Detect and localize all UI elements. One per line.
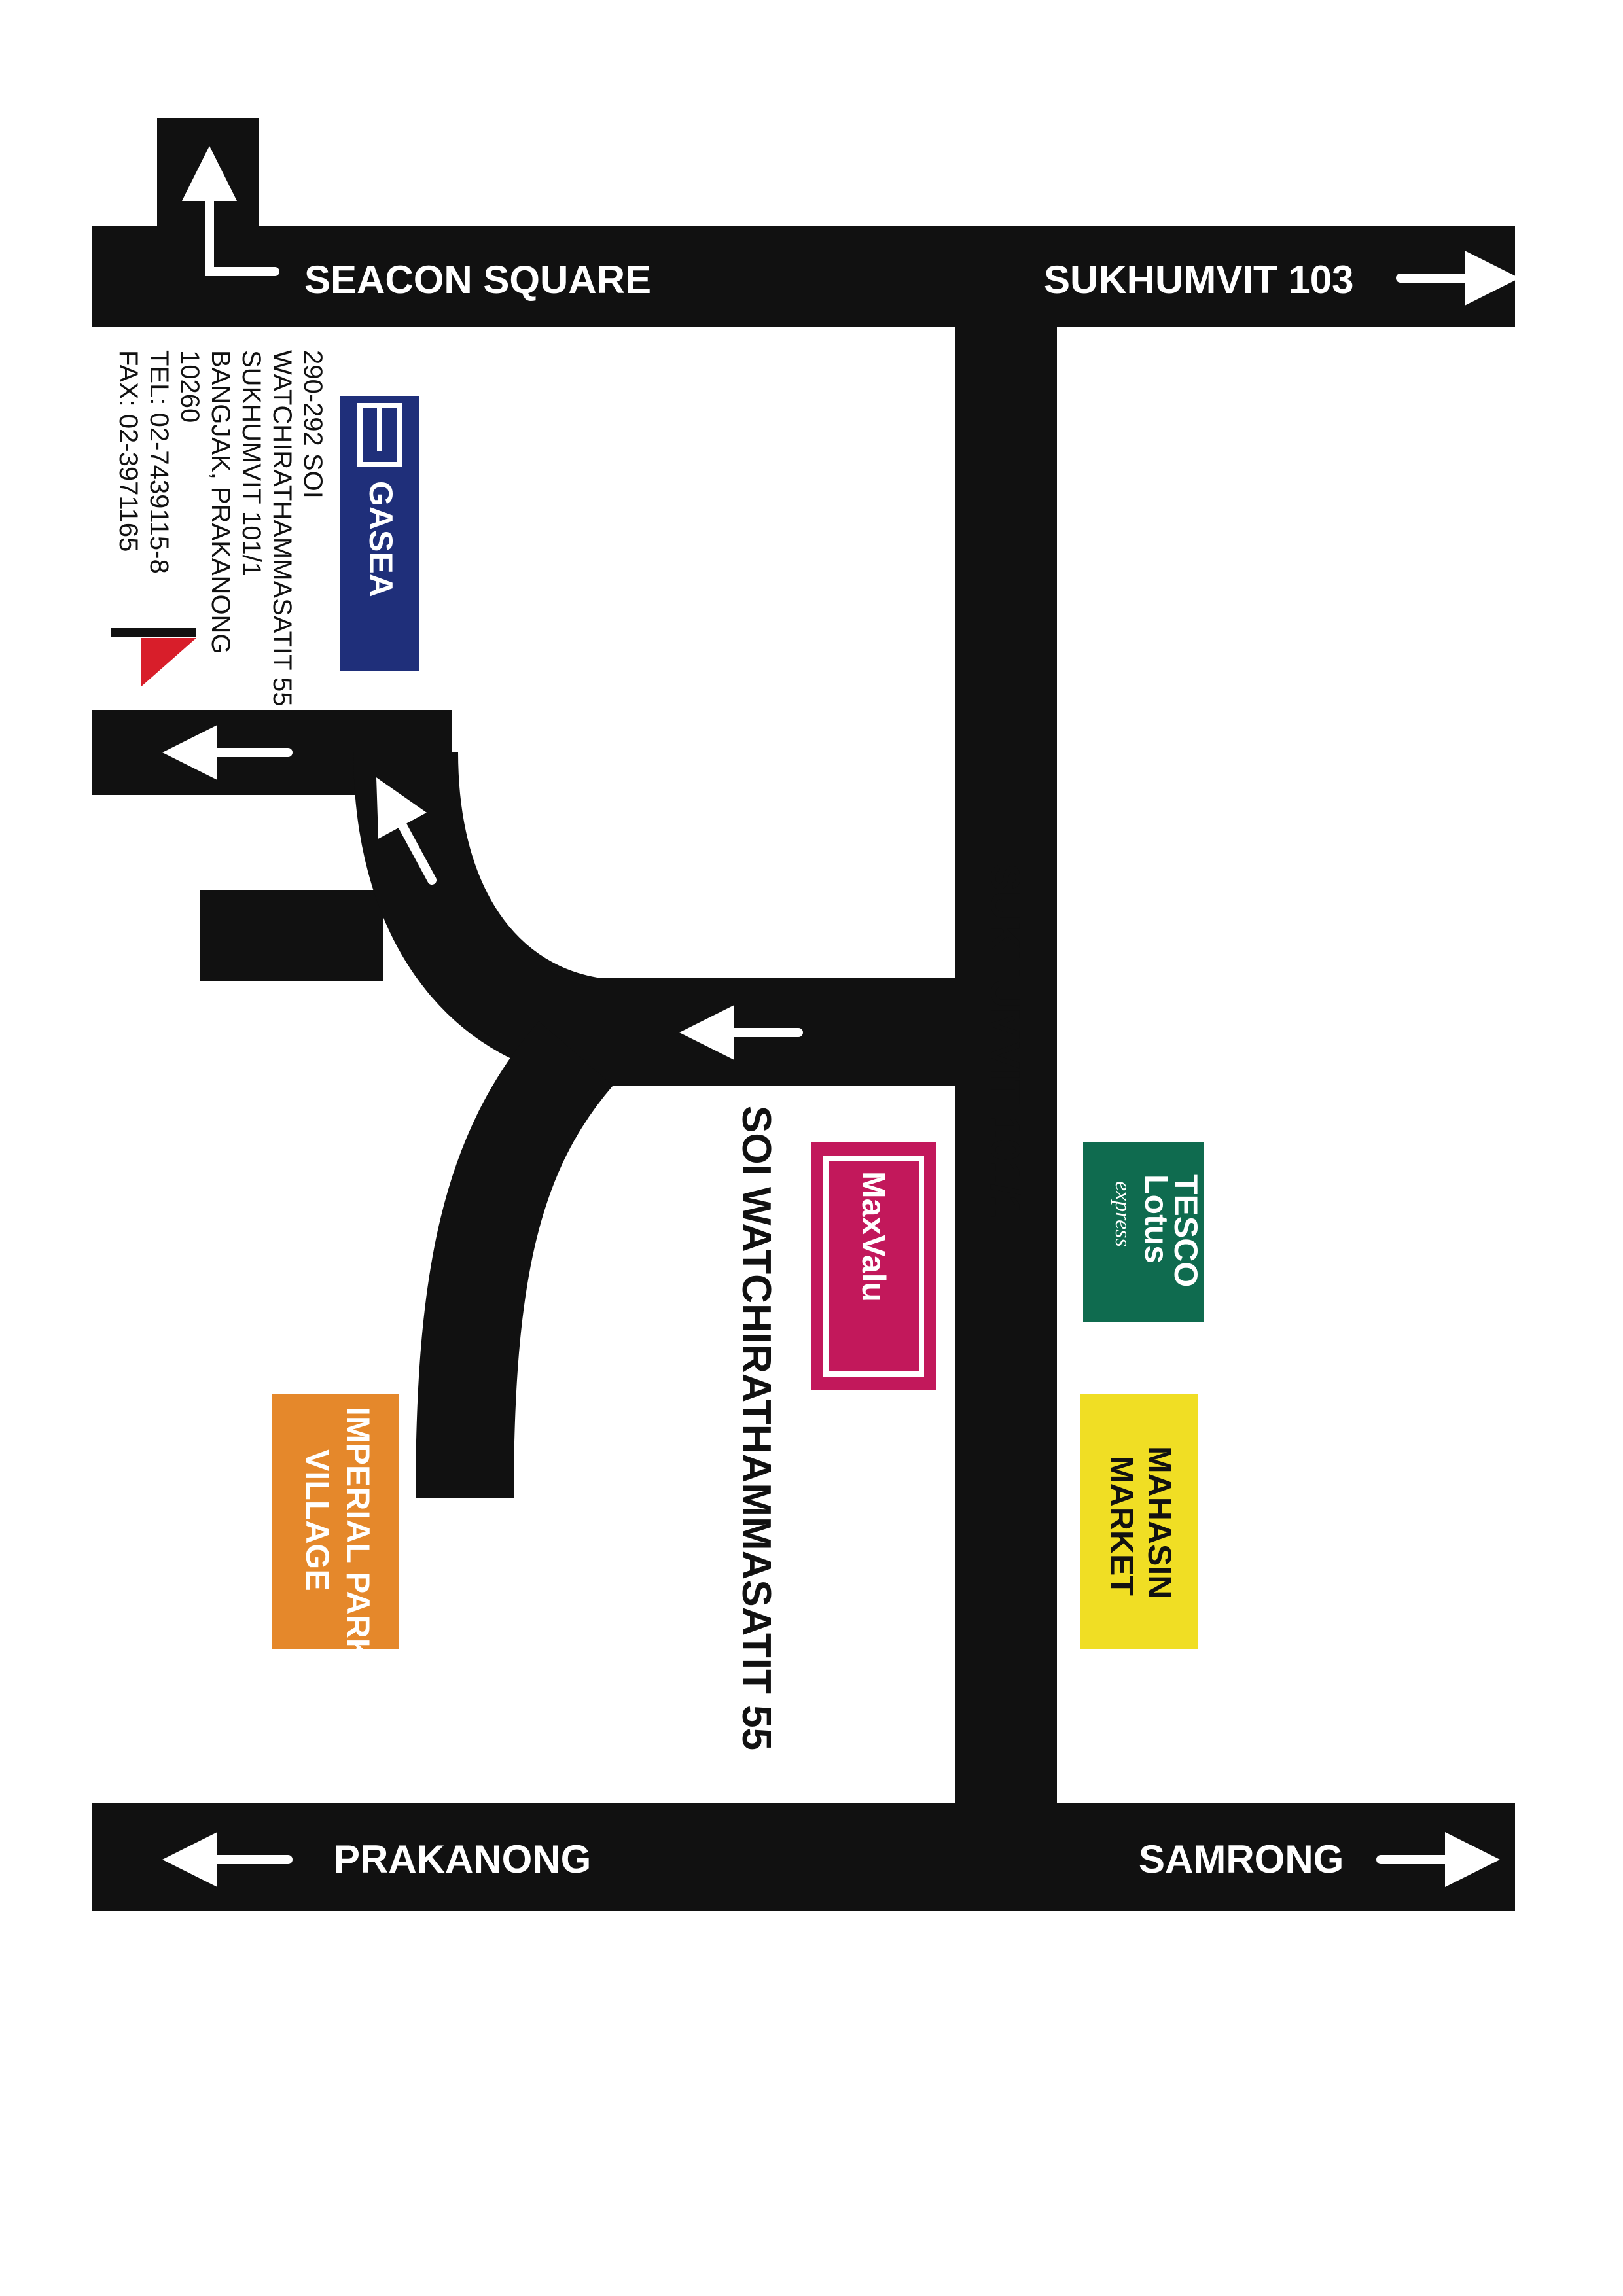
tesco-lotus-landmark[interactable]: TESCO Lotus express [1083, 1142, 1204, 1322]
curved-roads [353, 752, 630, 1499]
tesco-badge [1083, 1142, 1204, 1322]
mahasin-label-line2: MARKET [1103, 1456, 1140, 1596]
gasea-landmark[interactable]: GASEA [340, 396, 419, 671]
arrow-up-icon[interactable] [182, 146, 279, 276]
road-sukhumvit-101-1 [955, 314, 1057, 1806]
location-marker-icon[interactable] [111, 628, 196, 687]
imperial-label-line1: IMPERIAL PARK [340, 1407, 376, 1662]
address-line: WATCHIRATHAMMASATIT 55 [268, 350, 296, 706]
address-line: FAX: 02-3971165 [114, 350, 143, 552]
mahasin-label-line1: MAHASIN [1141, 1446, 1178, 1598]
gasea-label: GASEA [363, 481, 399, 597]
address-line: BANGJAK, PRAKANONG [206, 350, 235, 654]
imperial-park-landmark[interactable]: IMPERIAL PARK VILLAGE [272, 1394, 399, 1662]
address-line: TEL: 02-7439115-8 [145, 350, 173, 574]
gasea-logo-icon [357, 403, 402, 467]
road-label-samrong: SAMRONG [1139, 1837, 1344, 1881]
road-label-seacon-square: SEACON SQUARE [304, 258, 651, 302]
tesco-label: TESCO [1168, 1174, 1204, 1287]
maxvalu-landmark[interactable]: MaxValu [812, 1142, 936, 1390]
tesco-lotus-label: Lotus [1138, 1174, 1175, 1263]
road-label-soi: SOI WATCHIRATHAMMASATIT 55 [734, 1106, 779, 1750]
road-lower-left-stub [200, 890, 383, 981]
maxvalu-badge [812, 1142, 936, 1390]
road-label-sukhumvit-101-1: SUKHUMVIT 101/1 [982, 864, 1027, 1218]
imperial-label-line2: VILLAGE [299, 1449, 336, 1591]
address-line: SUKHUMVIT 101/1 [237, 350, 266, 576]
road-arrows [162, 146, 1520, 1887]
address-block: 290-292 SOI WATCHIRATHAMMASATIT 55 SUKHU… [114, 350, 327, 706]
road-label-prakanong: PRAKANONG [334, 1837, 591, 1881]
road-curve-north [353, 752, 630, 1085]
imperial-badge [272, 1394, 399, 1649]
maxvalu-badge-inner [823, 1156, 924, 1377]
mahasin-badge [1080, 1394, 1198, 1649]
maxvalu-label: MaxValu [855, 1171, 892, 1302]
address-line: 290-292 SOI [298, 350, 327, 499]
tesco-express-label: express [1111, 1181, 1135, 1247]
road-top [92, 226, 1515, 327]
arrow-diagonal-icon[interactable] [376, 777, 437, 885]
road-curve-south [416, 1021, 614, 1499]
road-label-sukhumvit-103: SUKHUMVIT 103 [1044, 258, 1353, 302]
road-bottom [92, 1803, 1515, 1911]
address-line: 10260 [175, 350, 204, 423]
mahasin-market-landmark[interactable]: MAHASIN MARKET [1080, 1394, 1198, 1649]
